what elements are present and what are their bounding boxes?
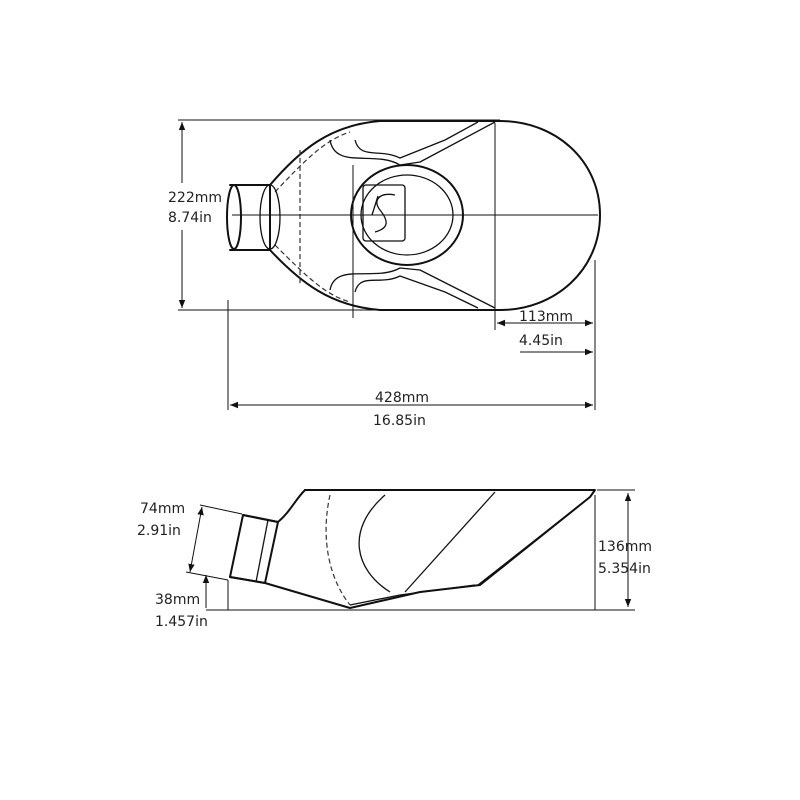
top-view: 222mm 8.74in 113mm 4.45in 428mm 16.85in: [168, 119, 601, 429]
dim-136-in-label: 5.354in: [598, 561, 651, 577]
side-view-diagonal-2: [477, 496, 591, 586]
dim-74-mm-label: 74mm: [140, 501, 185, 517]
top-view-upper-lobe-inner: [354, 121, 479, 159]
side-view-diagonal-1: [404, 491, 496, 593]
side-view-bottom-ridge: [349, 584, 476, 606]
top-view-lower-lobe-inner: [354, 275, 479, 309]
side-view-body-outline: [229, 489, 596, 609]
top-view-inner-contour: [274, 131, 351, 303]
top-view-logo-square: [362, 184, 406, 242]
dim-428-in-label: 16.85in: [373, 413, 426, 429]
dim-113-in-label: 4.45in: [519, 333, 563, 349]
top-view-inlet-pipe: [229, 184, 271, 251]
dim-74-line: [188, 506, 204, 573]
side-view-inlet-pipe: [229, 514, 279, 584]
dim-74-ext-bottom: [185, 571, 229, 581]
side-view: 74mm 2.91in 38mm 1.457in 136mm 5.354in: [137, 489, 652, 630]
top-view-inlet-mouth: [226, 184, 242, 250]
dim-38-in-label: 1.457in: [155, 614, 208, 630]
top-view-lower-lobe: [329, 267, 496, 309]
top-view-upper-lobe: [329, 121, 496, 166]
dim-222-mm-label: 222mm: [168, 190, 222, 206]
dim-136-mm-label: 136mm: [598, 539, 652, 555]
dim-38-mm-label: 38mm: [155, 592, 200, 608]
side-view-dashed-contour: [325, 494, 351, 606]
side-view-inlet-collar: [255, 519, 269, 583]
side-view-inner-curve: [358, 494, 391, 593]
dim-222-in-label: 8.74in: [168, 210, 212, 226]
dim-74-in-label: 2.91in: [137, 523, 181, 539]
top-view-body-outline: [269, 120, 601, 311]
dim-74-ext-top: [199, 504, 243, 515]
top-view-logo-mark: [371, 193, 396, 233]
dim-428-mm-label: 428mm: [375, 390, 429, 406]
dim-113-mm-label: 113mm: [519, 309, 573, 325]
top-view-inlet-collar: [259, 184, 281, 250]
